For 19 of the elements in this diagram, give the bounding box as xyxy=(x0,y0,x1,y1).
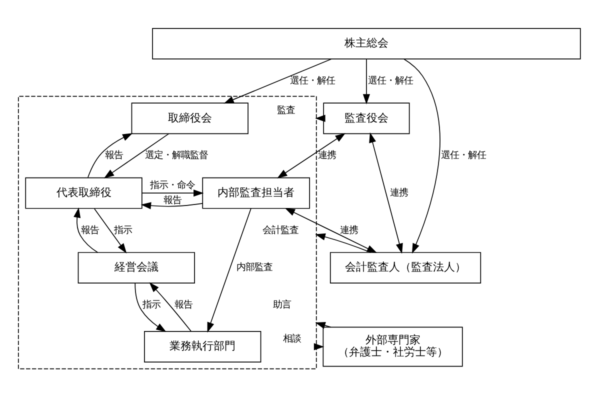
edge-label: 指示 xyxy=(142,300,160,311)
edge-label: 選定・解職監督 xyxy=(145,150,208,162)
edge-label: 相談 xyxy=(282,333,301,344)
edge-label: 報告 xyxy=(163,195,182,206)
edge-label: 連携 xyxy=(318,150,336,162)
edge-label: 報告 xyxy=(174,300,193,311)
edge-label: 助言 xyxy=(272,300,291,311)
edge-label: 連携 xyxy=(390,187,408,198)
edge-label: 指示 xyxy=(114,224,132,236)
edge-label: 報告 xyxy=(104,150,123,162)
edge-label: 監査 xyxy=(276,105,295,116)
edge-label: 会計監査 xyxy=(262,224,299,236)
edge-label: 連携 xyxy=(340,224,358,236)
edge-label: 選任・解任 xyxy=(290,75,336,86)
edge-label: 選任・解任 xyxy=(368,75,414,86)
edge-label: 報告 xyxy=(81,224,100,236)
edge-label: 選任・解任 xyxy=(441,150,486,162)
edge-label: 指示・命令 xyxy=(150,180,195,191)
edge-label: 内部監査 xyxy=(236,262,272,274)
